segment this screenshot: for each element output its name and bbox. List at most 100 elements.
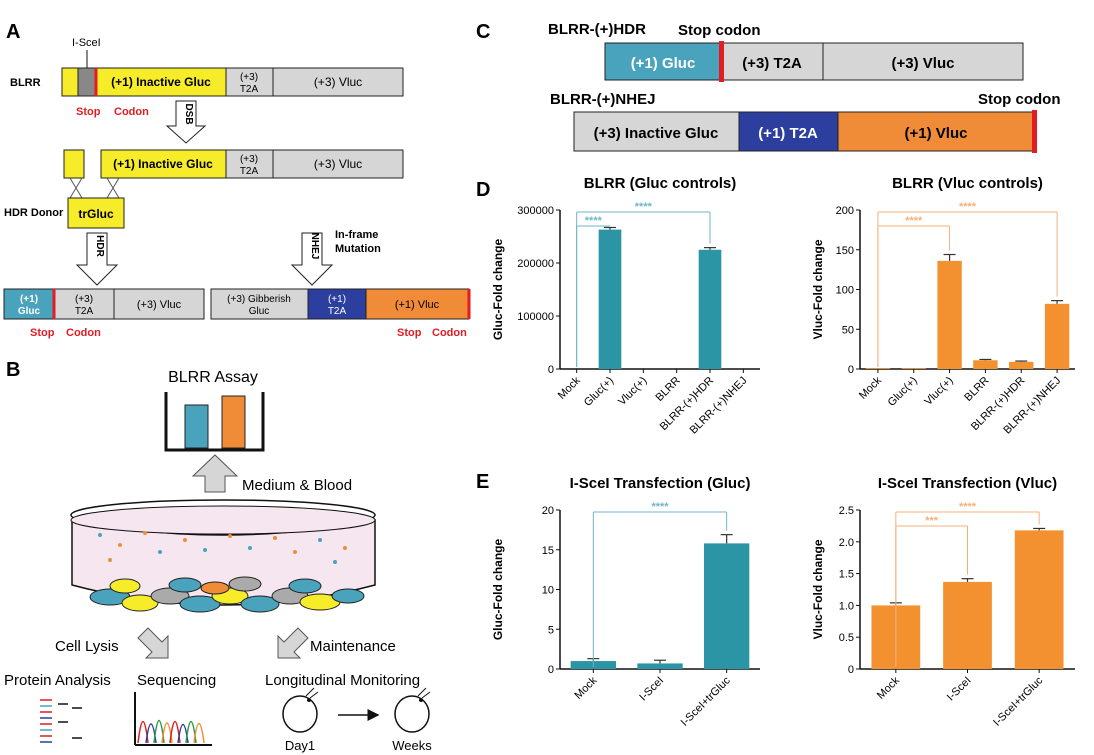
hdr-vluc-segment (822, 42, 1024, 81)
t2a-label-2: T2A (240, 166, 259, 177)
hdr-donor-label: HDR Donor (4, 207, 64, 219)
sig-label: **** (651, 501, 669, 513)
x-tick-label: I-SceI+trGluc (679, 674, 733, 728)
x-tick-label: I-SceI (637, 675, 666, 704)
bar (704, 543, 750, 669)
panel-a-letter: A (6, 21, 20, 43)
x-tick-label: I-SceI (945, 675, 974, 704)
iscel-label: I-SceI (72, 37, 101, 49)
y-tick-label: 5 (548, 624, 554, 636)
result-gluc-label-1: (+1) (20, 294, 38, 305)
y-tick-label: 150 (836, 245, 854, 257)
inframe-label-2: Mutation (335, 243, 381, 255)
hdr-construct-title: BLRR-(+)HDR (548, 21, 646, 38)
nhej-vluc-segment (365, 288, 470, 320)
sig-label: **** (959, 201, 977, 213)
y-tick-label: 50 (842, 324, 854, 336)
nhej-arrow (290, 232, 334, 286)
panel-c: C BLRR-(+)HDR Stop codon (+1) Gluc (+3) … (476, 21, 1061, 153)
t2a-label-2: T2A (240, 84, 259, 95)
result-t2a-label-2: T2A (75, 306, 94, 317)
y-tick-label: 1.0 (839, 600, 854, 612)
hdr-t2a-label: (+3) T2A (742, 55, 802, 72)
dsb-label: DSB (183, 103, 194, 124)
y-tick-label: 100 (836, 285, 854, 297)
chart-d-gluc: BLRR (Gluc controls)Gluc-Fold change0100… (491, 175, 760, 436)
iscel-site (77, 67, 97, 97)
codon-label: Codon (432, 327, 467, 339)
x-tick-label: I-SceI+trGluc (991, 674, 1045, 728)
nhej-t2a-label-1: (+1) (328, 294, 346, 305)
mouse-icon (394, 687, 431, 733)
hdr-label: HDR (94, 235, 105, 257)
codon-label: Codon (114, 106, 149, 118)
sig-label: **** (959, 501, 977, 513)
bar (1009, 361, 1034, 369)
panel-d-letter: D (476, 179, 490, 201)
weeks-label: Weeks (392, 738, 432, 753)
y-tick-label: 1.5 (839, 569, 854, 581)
sig-label: *** (925, 515, 939, 527)
t2a-label-1: (+3) (240, 72, 258, 83)
day1-label: Day1 (285, 738, 315, 753)
chart-e-vluc: I-SceI Transfection (Vluc)Vluc-Fold chan… (811, 475, 1075, 729)
vluc-segment (272, 149, 404, 179)
t2a-label-1: (+3) (240, 154, 258, 165)
inframe-label-1: In-frame (335, 229, 378, 241)
protein-label: Protein Analysis (4, 672, 111, 689)
trgluc-box (67, 197, 125, 229)
construct-segment (63, 149, 85, 179)
panel-a: A I-SceI BLRR (+1) Inactive Gluc (+3) T2… (3, 21, 471, 339)
nhej-t2a-segment (307, 288, 367, 320)
assay-label: BLRR Assay (168, 369, 258, 386)
stop-label: Stop (30, 327, 55, 339)
chart-title: I-SceI Transfection (Gluc) (570, 475, 751, 492)
y-tick-label: 0 (548, 664, 554, 676)
inactive-gluc-label: (+1) Inactive Gluc (111, 75, 211, 89)
blrr-label: BLRR (10, 77, 41, 89)
panel-c-letter: C (476, 21, 490, 43)
gel-icon (40, 699, 82, 743)
y-axis-label: Gluc-Fold change (491, 539, 505, 641)
x-tick-label: Vluc(+) (616, 375, 649, 408)
hdr-gluc-label: (+1) Gluc (631, 55, 696, 72)
nhej-construct-title: BLRR-(+)NHEJ (550, 91, 655, 108)
stop-codon-mark (719, 41, 724, 82)
chart-d-vluc: BLRR (Vluc controls)Vluc-Fold change0501… (811, 175, 1075, 436)
y-tick-label: 0 (848, 364, 854, 376)
nhej-label: NHEJ (309, 233, 320, 260)
gibberish-label-1: (+3) Gibberish (227, 294, 291, 305)
nhej-vluc-label: (+1) Vluc (905, 125, 968, 142)
y-axis-label: Gluc-Fold change (491, 239, 505, 341)
y-tick-label: 2.0 (839, 537, 854, 549)
nhej-vluc-segment (837, 111, 1035, 152)
result-t2a-label-1: (+3) (75, 294, 93, 305)
bar (637, 663, 683, 669)
y-tick-label: 2.5 (839, 505, 854, 517)
trgluc-label: trGluc (78, 207, 114, 221)
y-tick-label: 15 (542, 545, 554, 557)
bar (901, 368, 926, 369)
longit-label: Longitudinal Monitoring (265, 672, 420, 689)
stop-codon-label-2: Stop codon (978, 91, 1061, 108)
bar (598, 229, 622, 369)
chart-e-gluc: I-SceI Transfection (Gluc) Gluc-Fold chan… (491, 475, 760, 729)
stop-label: Stop (397, 327, 422, 339)
sig-label: **** (585, 215, 603, 227)
t2a-segment (225, 67, 274, 97)
seq-label: Sequencing (137, 672, 216, 689)
inactive-gluc-label: (+1) Inactive Gluc (113, 157, 213, 171)
maintenance-label: Maintenance (310, 638, 396, 655)
construct-segment (61, 67, 79, 97)
y-tick-label: 200 (836, 205, 854, 217)
x-tick-label: Mock (875, 674, 902, 701)
y-axis-label: Vluc-Fold change (811, 539, 825, 639)
y-tick-label: 10 (542, 585, 554, 597)
bar (1014, 530, 1064, 669)
maintenance-arrow (277, 627, 309, 659)
bar (865, 368, 891, 369)
codon-label: Codon (66, 327, 101, 339)
x-tick-label: BLRR (654, 375, 683, 404)
nhej-t2a-segment (738, 111, 839, 152)
stop-codon-mark (1032, 110, 1037, 153)
